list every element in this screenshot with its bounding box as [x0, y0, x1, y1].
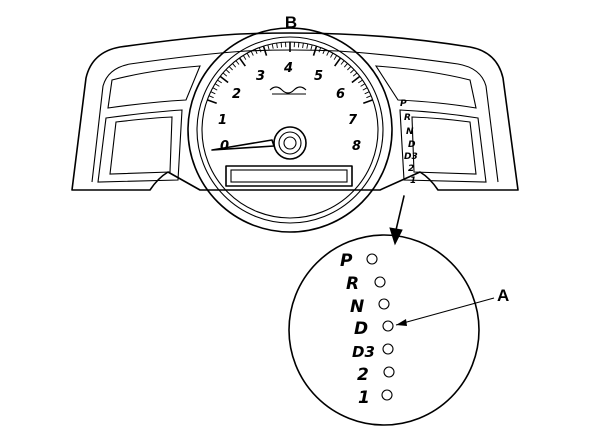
- tach-number-5: 5: [314, 69, 323, 84]
- tach-tick: [358, 79, 363, 84]
- right-upper-panel: [374, 65, 477, 109]
- tach-tick: [238, 57, 246, 67]
- tach-tick: [362, 87, 368, 91]
- right-indicator-window: [399, 109, 487, 183]
- tach-number-3: 3: [256, 69, 265, 84]
- tach-tick: [363, 99, 373, 105]
- tach-number-1: 1: [218, 113, 227, 128]
- tach-number-2: 2: [232, 87, 241, 102]
- needle-hub-inner: [278, 131, 302, 155]
- tach-tick: [242, 55, 247, 60]
- tach-tick: [350, 69, 355, 74]
- cluster-gear-r: R: [404, 113, 411, 123]
- indicator-lamp-2: [383, 366, 395, 378]
- indicator-lamp-r: [374, 276, 386, 288]
- callout-a-label: A: [497, 286, 509, 305]
- gear-detail-circle: P R N D D3 2 1: [288, 234, 480, 426]
- cluster-housing: [71, 32, 519, 191]
- cluster-gear-n: N: [406, 127, 414, 137]
- callout-a: A: [395, 286, 509, 326]
- tachometer: 0 1 2 3 4 5 6 7 8: [187, 27, 393, 233]
- tach-tick: [318, 47, 322, 53]
- tach-tick: [254, 49, 258, 54]
- tach-tick: [246, 52, 250, 58]
- tach-number-8: 8: [352, 139, 361, 154]
- tach-number-4: 4: [283, 61, 293, 76]
- tach-tick: [334, 57, 342, 67]
- indicator-lamp-1: [381, 389, 393, 401]
- tach-tick: [207, 99, 217, 105]
- indicator-lamp-n: [378, 298, 390, 310]
- indicator-lamp-d3: [382, 343, 394, 355]
- tach-tick: [214, 83, 220, 87]
- tach-tick: [235, 60, 240, 65]
- tachometer-tick-marks: [207, 42, 373, 105]
- tach-tick: [212, 87, 218, 91]
- tach-number-7: 7: [348, 113, 358, 128]
- detail-gear-n: N: [350, 297, 364, 317]
- tach-tick: [340, 60, 345, 65]
- tach-tick: [297, 42, 300, 48]
- cluster-gear-1: 1: [410, 176, 416, 186]
- tach-tick: [225, 69, 230, 74]
- tach-tick: [262, 45, 268, 56]
- tach-tick: [228, 66, 233, 71]
- tach-tick: [312, 45, 318, 56]
- tach-tick: [258, 47, 262, 53]
- tach-tick: [276, 42, 278, 49]
- tach-tick: [210, 91, 216, 95]
- tach-tick: [333, 55, 338, 60]
- detail-gear-2: 2: [357, 365, 369, 385]
- cluster-gear-2: 2: [408, 164, 414, 174]
- tach-tick: [322, 49, 326, 54]
- indicator-lamp-d: [382, 320, 394, 332]
- left-upper-panel: [107, 65, 201, 109]
- tach-tick: [347, 66, 352, 71]
- tach-tick: [330, 52, 334, 58]
- tach-number-6: 6: [336, 87, 345, 102]
- tach-tick: [267, 44, 270, 50]
- callout-b-label: B: [285, 13, 297, 32]
- tach-tick: [343, 63, 348, 68]
- cluster-gear-d3: D3: [404, 152, 418, 162]
- cluster-gear-d: D: [408, 140, 416, 150]
- detail-gear-p: P: [340, 251, 353, 271]
- indicator-lamp-p: [366, 253, 378, 265]
- detail-gear-1: 1: [358, 388, 370, 408]
- tach-tick: [352, 72, 358, 77]
- tach-tick: [364, 91, 370, 95]
- tach-tick: [306, 43, 309, 49]
- tach-needle: [211, 139, 275, 151]
- tach-tick: [222, 72, 228, 77]
- needle-hub-outer: [273, 126, 307, 160]
- left-gauge-window: [97, 109, 183, 183]
- tach-tick: [250, 50, 254, 56]
- detail-gear-d3: D3: [352, 343, 375, 361]
- tach-tick: [208, 95, 214, 99]
- brand-logo: [269, 86, 307, 95]
- detail-gear-r: R: [346, 274, 359, 294]
- cluster-gear-p: P: [400, 99, 407, 109]
- cluster-gear-indicator: P R N D D3 2 1: [400, 99, 418, 186]
- tach-tick: [232, 63, 237, 68]
- tach-tick: [219, 75, 229, 84]
- tach-display-window: [225, 165, 353, 187]
- tach-tick: [366, 95, 372, 99]
- tach-tick: [351, 75, 361, 84]
- tach-tick: [271, 43, 274, 49]
- tach-tick: [217, 79, 222, 84]
- tach-tick: [280, 42, 283, 48]
- tach-tick: [302, 42, 304, 49]
- detail-gear-d: D: [354, 319, 368, 339]
- tach-number-0: 0: [220, 139, 229, 154]
- tach-tick: [310, 44, 313, 50]
- tach-tick: [360, 83, 366, 87]
- tach-tick: [326, 50, 330, 56]
